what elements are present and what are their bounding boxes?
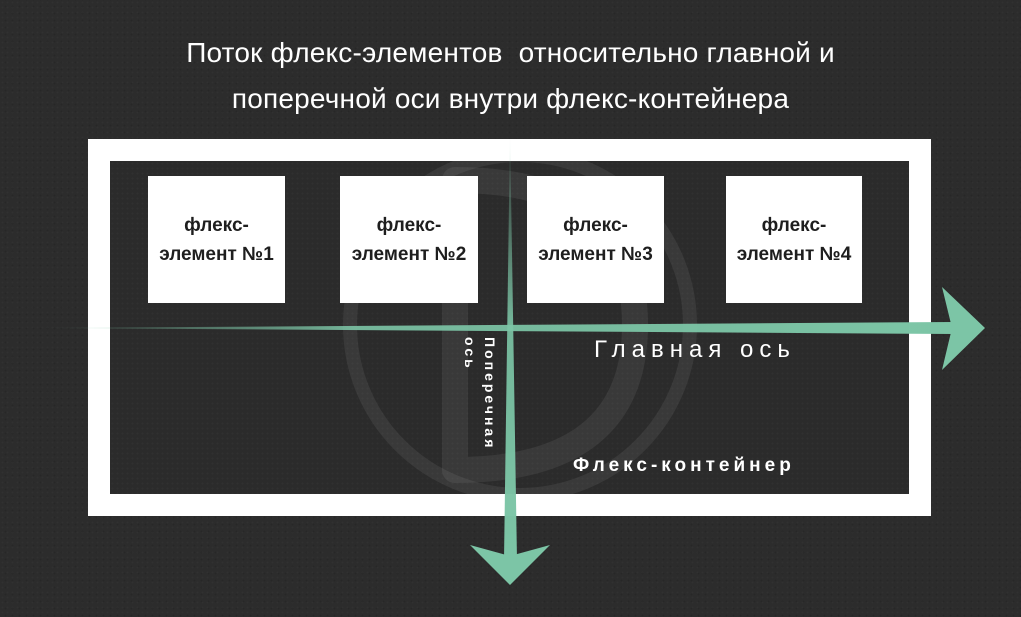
flex-item-1: флекс- элемент №1 [148, 176, 285, 303]
diagram-title-line-2: поперечной оси внутри флекс-контейнера [231, 83, 790, 114]
cross-axis-label-line-2: ось [462, 337, 478, 371]
main-axis-arrowhead-icon [942, 287, 985, 370]
diagram-title-line-1: Поток флекс-элементов относительно главн… [186, 37, 835, 68]
cross-axis-label: Поперечная ось [454, 337, 500, 473]
flex-item-3-line-2: элемент №3 [538, 243, 653, 265]
flex-container-label: Флекс-контейнер [573, 455, 795, 476]
flex-item-2-line-2: элемент №2 [351, 243, 467, 265]
flex-item-1-line-2: элемент №1 [159, 243, 274, 265]
flex-item-4-line-1: флекс- [761, 214, 827, 236]
flex-item-4-line-2: элемент №4 [736, 243, 852, 265]
flex-item-3: флекс- элемент №3 [527, 176, 664, 303]
flex-item-2: флекс- элемент №2 [340, 176, 478, 303]
diagram-title: Поток флекс-элементов относительно главн… [0, 30, 1021, 122]
flex-item-3-line-1: флекс- [563, 214, 628, 236]
cross-axis-label-line-1: Поперечная [482, 337, 498, 451]
flex-item-4: флекс- элемент №4 [726, 176, 862, 303]
main-axis-label: Главная ось [594, 336, 796, 363]
flex-item-2-line-1: флекс- [376, 214, 442, 236]
flex-item-1-line-1: флекс- [184, 214, 249, 236]
cross-axis-arrowhead-icon [470, 545, 550, 585]
